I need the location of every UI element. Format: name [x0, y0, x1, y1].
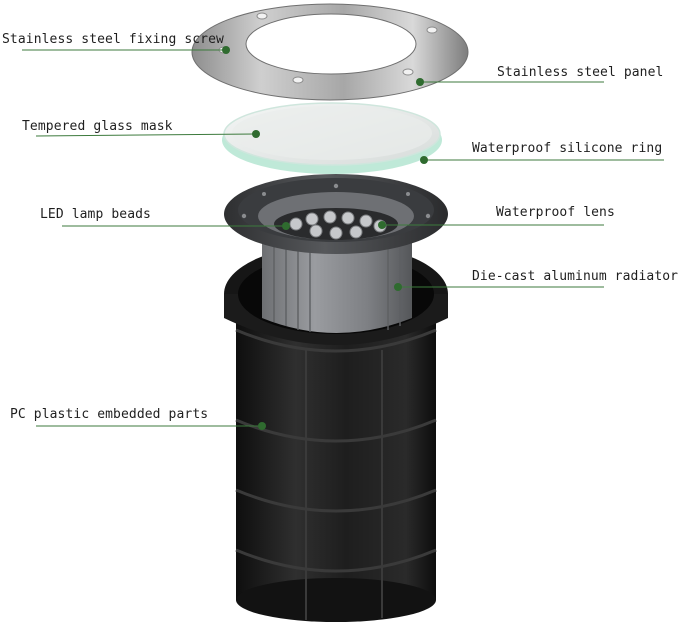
leader-steel-panel-dot — [416, 78, 424, 86]
leader-led-beads-dot — [282, 222, 290, 230]
label-pc-parts: PC plastic embedded parts — [10, 407, 209, 422]
stainless-steel-panel — [191, 3, 469, 101]
leader-lines — [22, 46, 664, 430]
label-led-beads: LED lamp beads — [40, 207, 151, 222]
leader-waterproof-lens-dot — [378, 221, 386, 229]
leader-glass-mask — [35, 133, 257, 137]
label-radiator: Die-cast aluminum radiator — [472, 269, 679, 284]
label-silicone-ring: Waterproof silicone ring — [472, 141, 663, 156]
label-waterproof-lens: Waterproof lens — [496, 205, 615, 220]
leader-silicone-ring-dot — [420, 156, 428, 164]
leader-fixing-screw-dot — [222, 46, 230, 54]
leader-radiator-dot — [394, 283, 402, 291]
led-flange — [224, 174, 448, 254]
label-steel-panel: Stainless steel panel — [497, 65, 664, 80]
label-fixing-screw: Stainless steel fixing screw — [2, 32, 224, 47]
label-glass-mask: Tempered glass mask — [22, 119, 173, 134]
tempered-glass-mask — [222, 102, 442, 174]
leader-pc-parts-dot — [258, 422, 266, 430]
leader-glass-mask-dot — [252, 130, 260, 138]
